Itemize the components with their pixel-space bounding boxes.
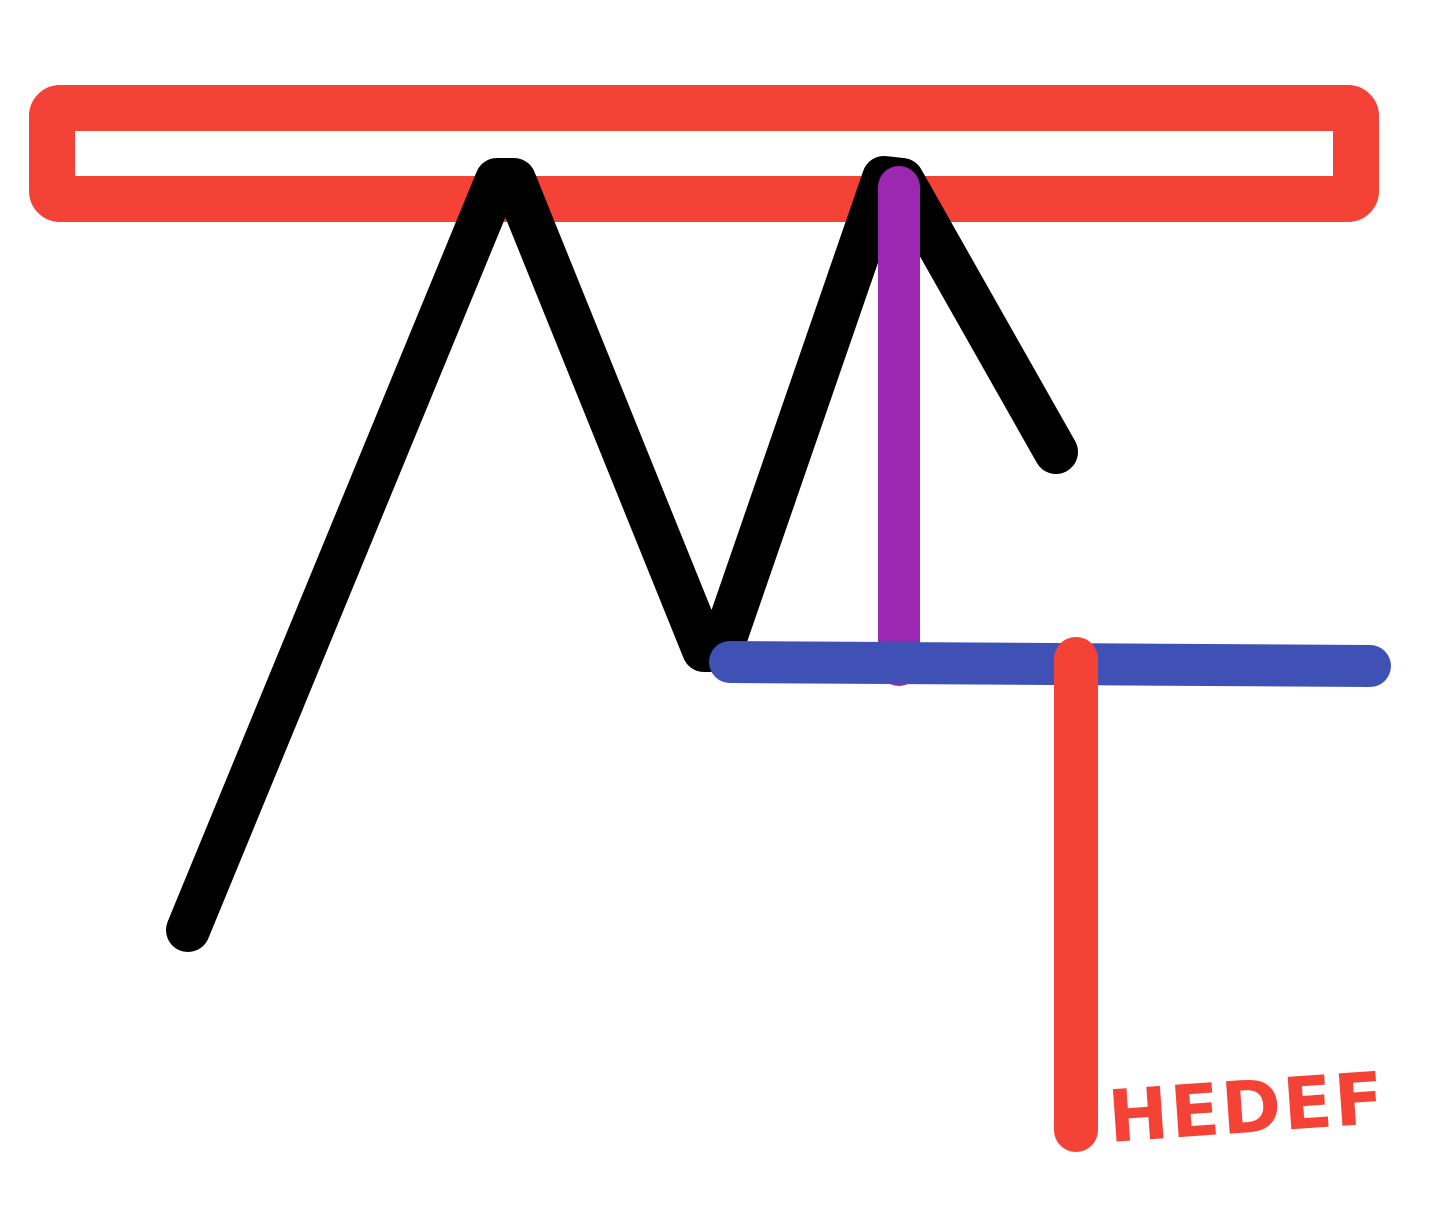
resistance-zone [29, 85, 1379, 222]
neckline [709, 641, 1391, 687]
target-label: HEDEF [1105, 1056, 1388, 1159]
